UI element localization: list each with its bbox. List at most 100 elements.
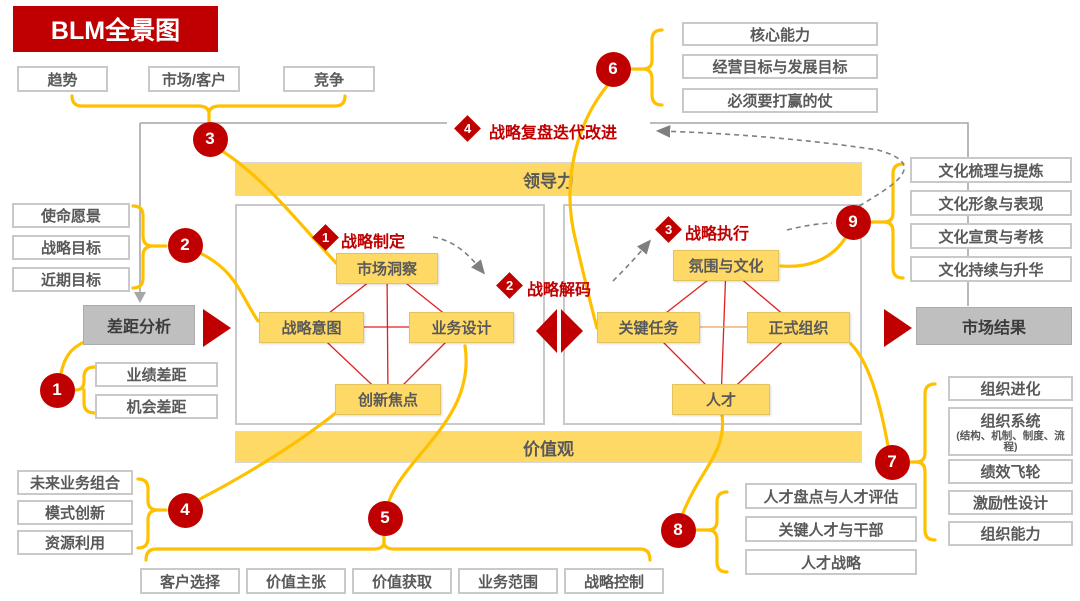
org-system-sublabel: (结构、机制、制度、流程) <box>956 430 1065 453</box>
step-circle-4: 4 <box>167 492 203 528</box>
mission-vision-label: 使命愿景 <box>40 208 101 225</box>
future-box-portfolio: 未来业务组合 <box>17 470 133 495</box>
goal-box-capability: 核心能力 <box>682 22 878 46</box>
values-label: 价值观 <box>523 439 574 459</box>
gap-box-performance: 业绩差距 <box>95 362 218 387</box>
gap-analysis-label: 差距分析 <box>106 319 171 336</box>
org-flywheel-label: 绩效飞轮 <box>980 464 1041 481</box>
gap-box-opportunity: 机会差距 <box>95 394 218 419</box>
org-box-incentive: 激励性设计 <box>948 490 1073 515</box>
bm-control-label: 战略控制 <box>583 573 644 591</box>
yellow-curves <box>59 84 890 515</box>
org-box-flywheel: 绩效飞轮 <box>948 459 1073 484</box>
future-box-resource: 资源利用 <box>17 530 133 555</box>
step-circle-7: 7 <box>874 444 910 480</box>
bm-box-customer: 客户选择 <box>140 568 240 594</box>
org-box-system: 组织系统 (结构、机制、制度、流程) <box>948 407 1073 456</box>
bm-box-value-prop: 价值主张 <box>246 568 346 594</box>
gap-opportunity-label: 机会差距 <box>126 399 187 416</box>
execution-box-tasks: 关键任务 <box>597 312 700 343</box>
culture-image-label: 文化形象与表现 <box>938 195 1044 213</box>
phase-2-label: 战略解码 <box>527 282 592 299</box>
org-box-evolution: 组织进化 <box>948 376 1073 401</box>
flow-arrow-left-icon <box>203 309 231 347</box>
down-arrow-icon <box>134 292 146 303</box>
goal-box-objectives: 经营目标与发展目标 <box>682 54 878 79</box>
phase-1-label: 战略制定 <box>341 234 406 251</box>
strategy-box-intent: 战略意图 <box>259 312 364 343</box>
step-1-number: 1 <box>52 380 62 399</box>
env-trend-label: 趋势 <box>47 71 78 89</box>
execution-box-organization: 正式组织 <box>747 312 850 343</box>
gap-analysis-box: 差距分析 <box>83 305 195 345</box>
phase-1-number: 1 <box>321 229 329 245</box>
title-label: BLM全景图 <box>50 17 181 45</box>
step-9-number: 9 <box>848 212 858 231</box>
phase-3-label: 战略执行 <box>685 226 750 243</box>
talent-review-label: 人才盘点与人才评估 <box>763 488 899 506</box>
org-evolution-label: 组织进化 <box>980 381 1041 398</box>
culture-sublimate-label: 文化持续与升华 <box>938 261 1044 279</box>
env-competition-label: 竞争 <box>313 71 344 89</box>
center-diamond-left-icon <box>536 309 557 353</box>
yellow-braces <box>70 28 937 574</box>
flow-arrow-right-icon <box>884 309 912 347</box>
phase-4-number: 4 <box>463 120 471 136</box>
intent-label: 战略意图 <box>281 320 342 337</box>
step-circle-3: 3 <box>192 121 228 157</box>
step-5-number: 5 <box>380 508 390 527</box>
mission-box-vision: 使命愿景 <box>12 203 130 228</box>
goal-battles-label: 必须要打赢的仗 <box>727 93 833 110</box>
env-market-label: 市场/客户 <box>161 71 227 89</box>
culture-box-refine: 文化梳理与提炼 <box>910 157 1072 183</box>
step-4-number: 4 <box>180 500 190 519</box>
culture-box-image: 文化形象与表现 <box>910 190 1072 216</box>
env-box-competition: 竞争 <box>283 66 375 92</box>
center-diamond-right-icon <box>561 309 583 353</box>
execution-box-talent: 人才 <box>672 384 770 415</box>
phase-3-number: 3 <box>664 221 672 237</box>
step-circle-5: 5 <box>367 500 403 536</box>
execution-box-atmosphere: 氛围与文化 <box>673 250 779 281</box>
step-circle-1: 1 <box>39 372 75 408</box>
talent-box-key: 关键人才与干部 <box>745 516 917 542</box>
step-2-number: 2 <box>180 235 190 254</box>
talent-key-label: 关键人才与干部 <box>778 521 884 539</box>
goal-capability-label: 核心能力 <box>749 26 810 44</box>
values-banner: 价值观 <box>235 431 862 463</box>
goal-box-battles: 必须要打赢的仗 <box>682 88 878 113</box>
tasks-label: 关键任务 <box>618 320 679 337</box>
gap-performance-label: 业绩差距 <box>126 367 187 384</box>
bm-scope-label: 业务范围 <box>477 573 538 591</box>
env-box-market: 市场/客户 <box>148 66 240 92</box>
mission-box-nearterm: 近期目标 <box>12 267 130 292</box>
step-circle-8: 8 <box>660 512 696 548</box>
step-8-number: 8 <box>673 520 683 539</box>
market-result-box: 市场结果 <box>916 307 1072 345</box>
bm-customer-label: 客户选择 <box>159 573 220 591</box>
org-box-capability: 组织能力 <box>948 521 1073 546</box>
talent-box-strategy: 人才战略 <box>745 549 917 575</box>
step-7-number: 7 <box>887 452 897 471</box>
mission-nearterm-label: 近期目标 <box>40 272 101 289</box>
leadership-banner: 领导力 <box>235 162 862 196</box>
atmosphere-label: 氛围与文化 <box>688 258 764 275</box>
organization-label: 正式组织 <box>768 320 829 337</box>
step-circle-9: 9 <box>835 204 871 240</box>
talent-strategy-label: 人才战略 <box>800 554 861 572</box>
phase-4-label: 战略复盘迭代改进 <box>489 125 618 142</box>
future-portfolio-label: 未来业务组合 <box>29 475 120 492</box>
goal-objectives-label: 经营目标与发展目标 <box>712 59 848 76</box>
mission-goal-label: 战略目标 <box>40 240 101 257</box>
step-6-number: 6 <box>608 59 618 78</box>
leadership-label: 领导力 <box>523 171 574 191</box>
design-label: 业务设计 <box>431 320 492 337</box>
strategy-box-design: 业务设计 <box>409 312 514 343</box>
culture-refine-label: 文化梳理与提炼 <box>938 162 1044 180</box>
env-box-trend: 趋势 <box>17 66 108 92</box>
bm-value-capture-label: 价值获取 <box>371 573 432 591</box>
culture-box-sublimate: 文化持续与升华 <box>910 256 1072 282</box>
org-incentive-label: 激励性设计 <box>972 495 1048 512</box>
strategy-box-insight: 市场洞察 <box>336 253 438 284</box>
